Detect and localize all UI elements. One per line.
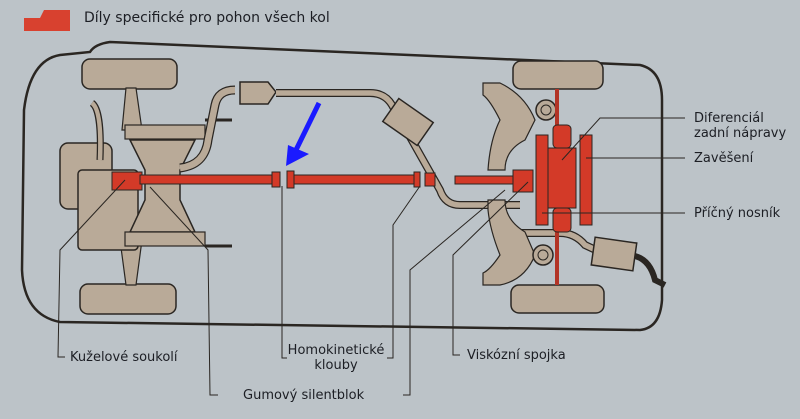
leader-viscous-coupling: [452, 181, 529, 356]
front-upper-arm: [124, 124, 206, 140]
rear-spring-bottom-coil: [537, 249, 549, 261]
car-body-outline: [20, 40, 664, 332]
label-rear-differential-line2: zadní nápravy: [694, 126, 787, 141]
rear-spring-bottom: [532, 244, 554, 266]
label-cv-joints: Homokinetické klouby: [286, 343, 386, 373]
front-upper-strut: [121, 87, 143, 131]
exhaust-rear-pipe-fill: [520, 230, 602, 255]
legend-swatch: [24, 10, 70, 31]
leader-lines: [57, 117, 685, 396]
label-cv-joints-line1: Homokinetické: [287, 343, 385, 358]
middle-muffler: [381, 97, 435, 147]
rear-subframe-left-rail: [535, 134, 549, 226]
rear-muffler: [590, 236, 638, 272]
rear-differential: [547, 147, 577, 209]
propshaft-rear-section: [454, 175, 516, 185]
legend-label: Díly specifické pro pohon všech kol: [84, 10, 330, 26]
cv-joint-rear: [424, 172, 436, 187]
label-rubber-silentblock: Gumový silentblok: [243, 388, 365, 403]
label-rear-differential: Diferenciál zadní nápravy: [694, 111, 786, 141]
leader-rear-differential: [561, 117, 685, 161]
silentblock-rear: [413, 171, 421, 188]
rear-left-wheel: [512, 60, 604, 90]
rear-spring-top-coil: [540, 104, 552, 116]
rear-upper-arm: [482, 82, 536, 171]
label-cross-member: Příčný nosník: [694, 206, 781, 221]
exhaust-mid-pipe-fill: [276, 90, 520, 208]
leader-bevel-gear: [57, 179, 126, 358]
leader-cv-rear: [387, 185, 421, 359]
tailpipe: [634, 253, 667, 288]
rear-subframe-right-rail: [579, 134, 593, 226]
catalytic-converter: [239, 81, 277, 105]
label-rear-differential-line1: Diferenciál: [694, 111, 764, 126]
front-lower-arm: [124, 231, 206, 247]
label-cv-joints-line2: klouby: [314, 358, 358, 373]
rear-spring-top: [535, 99, 557, 121]
viscous-coupling: [512, 169, 534, 193]
propshaft-front-section: [139, 174, 273, 185]
label-viscous-coupling: Viskózní spojka: [467, 348, 566, 363]
front-left-wheel: [81, 58, 178, 90]
label-suspension: Zavěšení: [694, 151, 754, 166]
front-right-wheel: [79, 283, 177, 315]
silentblock-front: [286, 170, 295, 189]
rear-lower-arm: [482, 199, 536, 286]
leader-cv-front: [281, 186, 287, 359]
bevel-gear-unit: [111, 171, 143, 191]
rear-differential-top-boot: [552, 124, 572, 149]
exhaust-front-pipe-fill: [179, 86, 236, 172]
label-bevel-gear: Kuželové soukolí: [70, 350, 178, 365]
leader-silentblock-left: [149, 186, 218, 396]
rear-differential-bottom-boot: [552, 207, 572, 233]
leader-silentblock-right: [403, 189, 506, 396]
highlight-arrow: [286, 101, 322, 166]
cv-joint-front: [271, 171, 281, 188]
rear-right-wheel: [510, 284, 605, 314]
intake-pipe-fill: [90, 101, 103, 161]
propshaft-middle-section: [293, 174, 415, 185]
